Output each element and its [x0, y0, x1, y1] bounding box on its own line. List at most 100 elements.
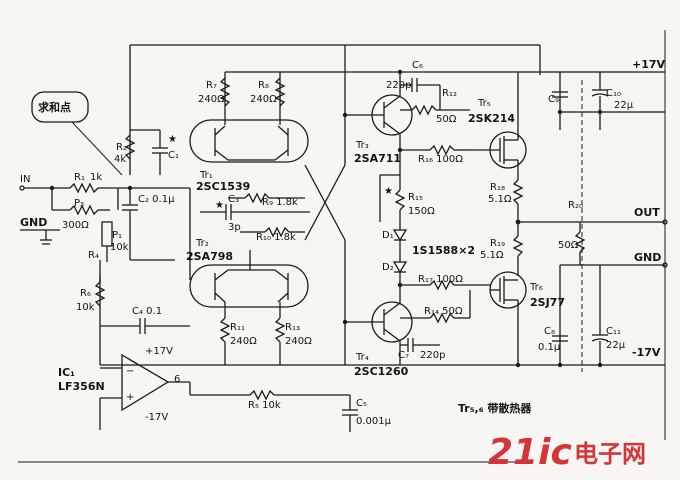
svg-text:50Ω: 50Ω	[436, 114, 457, 125]
resistor-r18: R₁₈ 5.1Ω	[488, 179, 524, 222]
svg-text:50Ω: 50Ω	[558, 240, 579, 251]
svg-text:Tr₁: Tr₁	[199, 170, 213, 181]
watermark-logo: 21ic 电子网	[488, 432, 646, 473]
output-node: OUT R₂₀ 50Ω	[515, 200, 668, 265]
svg-text:R₆: R₆	[80, 288, 91, 299]
resistor-r8: R₈ 240Ω	[250, 77, 286, 107]
svg-text:Tr₅: Tr₅	[477, 98, 491, 109]
svg-text:6: 6	[174, 374, 180, 385]
svg-text:2SJ77: 2SJ77	[530, 296, 565, 309]
svg-text:R₁₉: R₁₉	[490, 238, 505, 249]
resistor-r6: R₆ 10k	[76, 275, 106, 313]
svg-text:C₇: C₇	[398, 350, 409, 361]
svg-text:C₄ 0.1: C₄ 0.1	[132, 306, 162, 317]
svg-text:0.1μ: 0.1μ	[538, 342, 561, 353]
resistor-r11: R₁₁ 240Ω	[219, 302, 257, 347]
svg-text:1k: 1k	[90, 172, 102, 183]
svg-text:220p: 220p	[386, 80, 411, 91]
svg-text:R₄: R₄	[88, 250, 99, 261]
resistor-r7: R₇ 240Ω	[198, 77, 231, 107]
svg-text:2SC1539: 2SC1539	[196, 180, 250, 193]
transistor-tr1: Tr₁ 2SC1539	[189, 119, 309, 193]
svg-text:R₁₂: R₁₂	[442, 88, 457, 99]
svg-text:R₁: R₁	[74, 172, 85, 183]
transistor-tr5: Tr₅ 2SK214	[468, 72, 527, 180]
svg-text:220p: 220p	[420, 350, 445, 361]
svg-text:+17V: +17V	[145, 346, 173, 357]
svg-text:R₁₆ 100Ω: R₁₆ 100Ω	[418, 154, 463, 165]
resistor-r13: R₁₃ 240Ω	[274, 302, 312, 347]
capacitor-c7: C₇ 220p	[398, 338, 445, 361]
svg-text:10k: 10k	[110, 242, 129, 253]
svg-text:C₅: C₅	[356, 398, 367, 409]
svg-text:−: −	[126, 366, 134, 377]
svg-text:C₁₀: C₁₀	[606, 88, 621, 99]
svg-text:LF356N: LF356N	[58, 380, 105, 393]
svg-text:R₁₇ 100Ω: R₁₇ 100Ω	[418, 274, 463, 285]
svg-text:5.1Ω: 5.1Ω	[488, 194, 512, 205]
output-label: OUT	[634, 206, 660, 219]
svg-text:C₆: C₆	[412, 60, 423, 71]
svg-text:R₁₁: R₁₁	[230, 322, 245, 333]
input-gnd-label: GND	[20, 216, 47, 229]
svg-text:R₁₄ 50Ω: R₁₄ 50Ω	[424, 306, 463, 317]
capacitor-c6: C₆ 220p	[386, 60, 441, 110]
svg-text:R₁₀ 1.8k: R₁₀ 1.8k	[256, 232, 296, 243]
power-supply-section: +17V C₉ C₁₀ 22μ C₈ 0.1μ C₁₁ 22μ -17V	[538, 58, 666, 372]
resistor-r2: R₂ 4k	[114, 134, 136, 165]
summing-point-box: 求和点	[31, 91, 123, 176]
svg-text:Tr₂: Tr₂	[195, 238, 209, 249]
svg-text:3p: 3p	[228, 222, 241, 233]
svg-text:R₂: R₂	[116, 142, 127, 153]
svg-text:4k: 4k	[114, 154, 126, 165]
resistor-r16: R₁₆ 100Ω	[400, 144, 470, 165]
svg-text:R₁₃: R₁₃	[285, 322, 300, 333]
transistor-tr3: Tr₃ 2SA711	[345, 72, 413, 175]
svg-text:R₂₀: R₂₀	[568, 200, 583, 211]
plus17v-rail-label: +17V	[632, 58, 666, 71]
svg-text:C₃: C₃	[228, 194, 239, 205]
svg-text:电子网: 电子网	[574, 440, 646, 468]
input-section: IN R₁ 1k P₃ 300Ω C₂ 0.1μ GND P₁ 10k R₄	[19, 172, 190, 262]
opamp-ic1: IC₁ LF356N +17V -17V 6 − + R₅ 10k	[58, 346, 350, 430]
svg-text:C₉: C₉	[548, 94, 559, 105]
resistor-r19: R₁₉ 5.1Ω	[480, 222, 524, 276]
svg-text:1S1588×2: 1S1588×2	[412, 244, 475, 257]
svg-text:P₁: P₁	[112, 230, 122, 241]
svg-text:2SA711: 2SA711	[354, 152, 401, 165]
svg-text:C₈: C₈	[544, 326, 555, 337]
heatsink-note: Tr₅,₆ 带散热器	[458, 401, 532, 415]
svg-text:5.1Ω: 5.1Ω	[480, 250, 504, 261]
svg-text:+: +	[126, 392, 134, 403]
svg-text:Tr₃: Tr₃	[355, 140, 369, 151]
minus17v-rail-label: -17V	[632, 346, 661, 359]
transistor-tr6: Tr₆ 2SJ77	[489, 271, 565, 365]
svg-text:Tr₄: Tr₄	[355, 352, 369, 363]
svg-text:0.001μ: 0.001μ	[356, 416, 392, 427]
svg-text:2SC1260: 2SC1260	[354, 365, 409, 378]
svg-text:21ic: 21ic	[488, 432, 572, 473]
gnd-out-rail: GND	[560, 251, 668, 268]
svg-text:P₃: P₃	[74, 198, 84, 209]
svg-text:★: ★	[215, 200, 224, 211]
svg-text:R₇: R₇	[206, 80, 217, 91]
junctions	[49, 69, 603, 368]
svg-text:240Ω: 240Ω	[230, 336, 257, 347]
capacitor-c1: C₁ ★	[130, 129, 179, 175]
svg-text:2SK214: 2SK214	[468, 112, 515, 125]
svg-text:240Ω: 240Ω	[285, 336, 312, 347]
resistor-r12: R₁₂ 50Ω	[400, 88, 470, 125]
svg-text:22μ: 22μ	[606, 340, 626, 351]
svg-text:C₁: C₁	[168, 150, 179, 161]
svg-text:C₂ 0.1μ: C₂ 0.1μ	[138, 194, 175, 205]
input-label: IN	[20, 174, 30, 185]
capacitor-c5: C₅ 0.001μ	[342, 395, 392, 432]
svg-text:R₁₈: R₁₈	[490, 182, 505, 193]
svg-text:2SA798: 2SA798	[186, 250, 233, 263]
svg-text:D₂: D₂	[382, 262, 394, 273]
gnd-output-label: GND	[634, 251, 661, 264]
bottom-rail	[99, 260, 665, 366]
svg-text:R₅ 10k: R₅ 10k	[248, 400, 281, 411]
svg-text:D₁: D₁	[382, 230, 394, 241]
